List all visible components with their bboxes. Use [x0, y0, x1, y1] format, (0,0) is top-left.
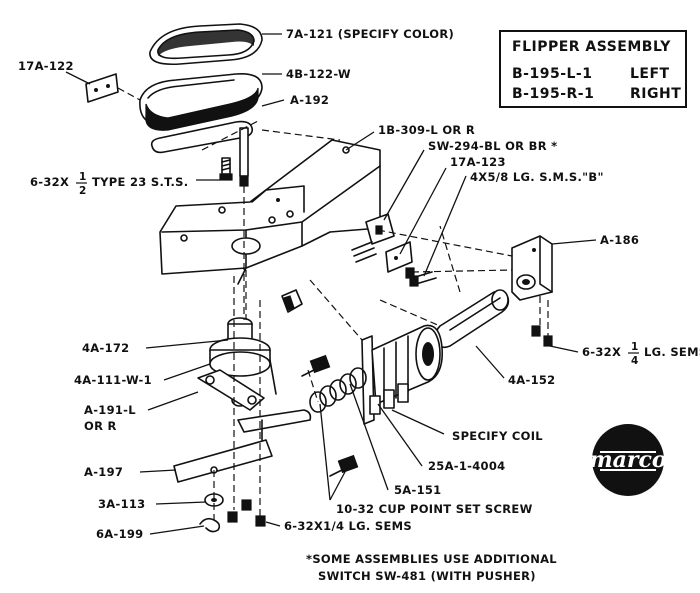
plate-17a122-part: [85, 73, 119, 103]
stop-bracket-part: [511, 235, 553, 301]
label-set-screw: 10-32 CUP POINT SET SCREW: [336, 502, 533, 516]
title-heading: FLIPPER ASSEMBLY: [512, 39, 671, 55]
spring-part: [309, 367, 367, 413]
marco-logo-text: marco: [589, 447, 666, 473]
marco-logo: marco: [589, 424, 667, 496]
title-row2-part: B-195-R-1: [512, 86, 594, 102]
screw-632-half-part: [219, 157, 233, 181]
label-bracket: 1B-309-L OR R: [378, 123, 475, 137]
footnote-line2: SWITCH SW-481 (WITH PUSHER): [318, 569, 536, 583]
label-screw-632-quarter-rest: LG. SEMS: [644, 345, 700, 359]
footnote-line1: *SOME ASSEMBLIES USE ADDITIONAL: [306, 552, 557, 566]
rubber-ring-part: [149, 23, 263, 66]
title-row1-part: B-195-L-1: [512, 66, 593, 82]
label-screw-632-quarter: 6-32X: [582, 345, 621, 359]
main-bracket-part: [159, 139, 381, 285]
label-bat: A-192: [290, 93, 329, 107]
label-screw-632-half-num: 1: [79, 171, 87, 183]
link-part: [197, 369, 265, 411]
label-sleeve: 25A-1-4004: [428, 459, 505, 473]
label-stop: A-186: [600, 233, 639, 247]
label-screw-632-quarter-num: 1: [631, 341, 639, 353]
label-link-a: A-191-L: [84, 403, 136, 417]
label-sems: 6-32X1/4 LG. SEMS: [284, 519, 412, 533]
clip-part: [199, 517, 221, 533]
label-arm: A-197: [84, 465, 123, 479]
label-plate-17a122: 17A-122: [18, 59, 74, 73]
label-screw-632-quarter-den: 4: [631, 355, 639, 367]
label-crank: 4A-111-W-1: [74, 373, 152, 387]
crank-assembly-part: [209, 317, 277, 407]
label-plunger: 4A-152: [508, 373, 555, 387]
label-sms: 4X5/8 LG. S.M.S."B": [470, 170, 604, 184]
coil-part: [361, 324, 444, 425]
title-box: FLIPPER ASSEMBLY B-195-L-1 LEFT B-195-R-…: [499, 30, 687, 108]
set-screw-upper-part: [301, 354, 331, 377]
plunger-part: [434, 289, 510, 349]
sms-screws-part: [405, 267, 437, 287]
label-coil: SPECIFY COIL: [452, 429, 543, 443]
label-link-b: OR R: [84, 419, 117, 433]
flipper-part: [139, 72, 263, 131]
label-plate-17a123: 17A-123: [450, 155, 506, 169]
small-block-part: [281, 289, 303, 313]
label-spring: 5A-151: [394, 483, 441, 497]
label-screw-632-half-den: 2: [79, 185, 87, 197]
label-washer: 3A-113: [98, 497, 145, 511]
leader-lines: [65, 33, 597, 535]
label-clip: 6A-199: [96, 527, 143, 541]
plate-17a123-part: [385, 241, 413, 273]
stop-screws-part: [531, 325, 553, 347]
title-row2-side: RIGHT: [630, 86, 681, 102]
label-screw-632-half-rest: TYPE 23 S.T.S.: [92, 175, 188, 189]
part-labels: 7A-121 (SPECIFY COLOR) 17A-122 4B-122-W …: [18, 27, 700, 541]
label-switch: SW-294-BL OR BR *: [428, 139, 557, 153]
arm-part: [173, 409, 312, 483]
label-flipper: 4B-122-W: [286, 67, 351, 81]
label-rubber: 7A-121 (SPECIFY COLOR): [286, 27, 454, 41]
footnote: *SOME ASSEMBLIES USE ADDITIONAL SWITCH S…: [306, 552, 557, 583]
label-bushing: 4A-172: [82, 341, 129, 355]
set-screw-lower-part: [329, 454, 359, 477]
title-row1-side: LEFT: [630, 66, 670, 82]
label-screw-632-half: 6-32X: [30, 175, 69, 189]
assembly-dashed-lines: [117, 87, 549, 520]
sems-screws-part: [227, 499, 266, 527]
